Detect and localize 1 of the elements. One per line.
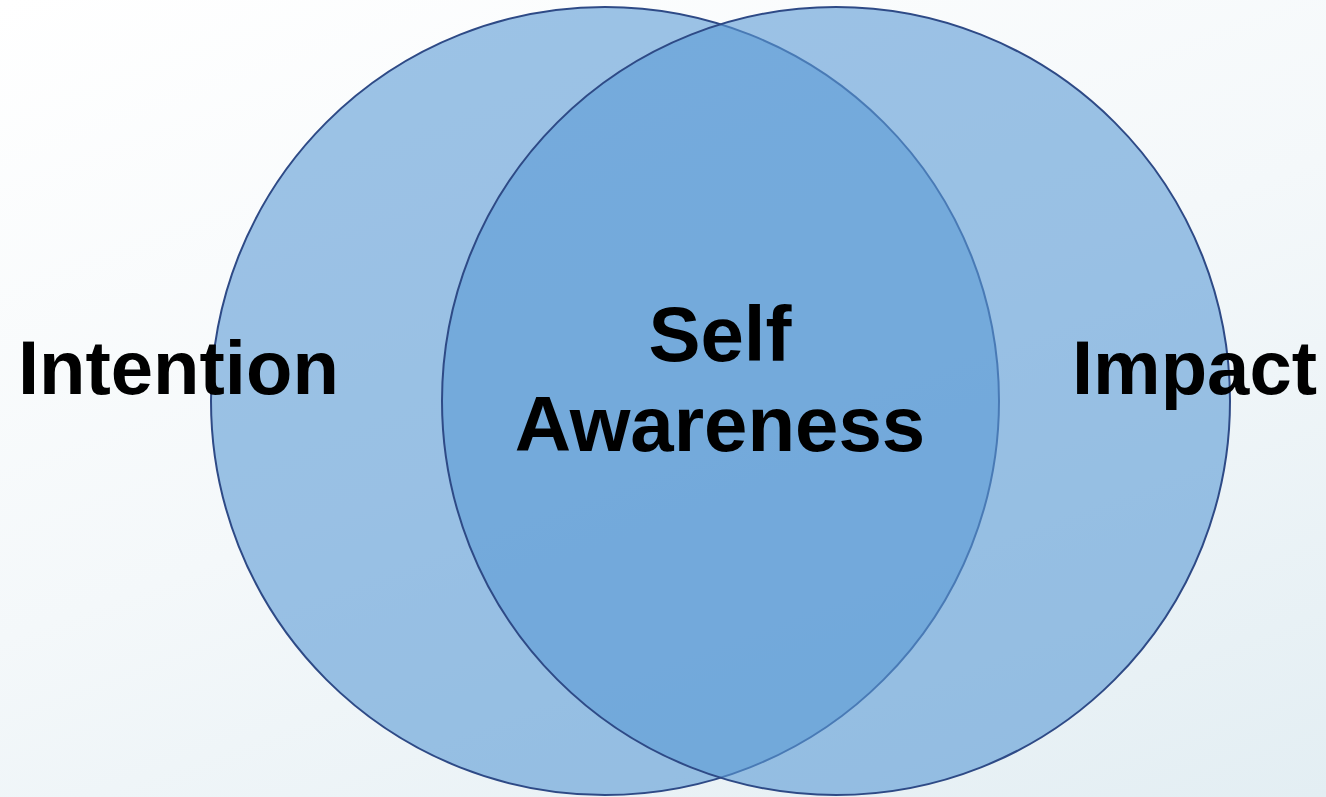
overlap-label: Self Awareness (513, 290, 927, 470)
